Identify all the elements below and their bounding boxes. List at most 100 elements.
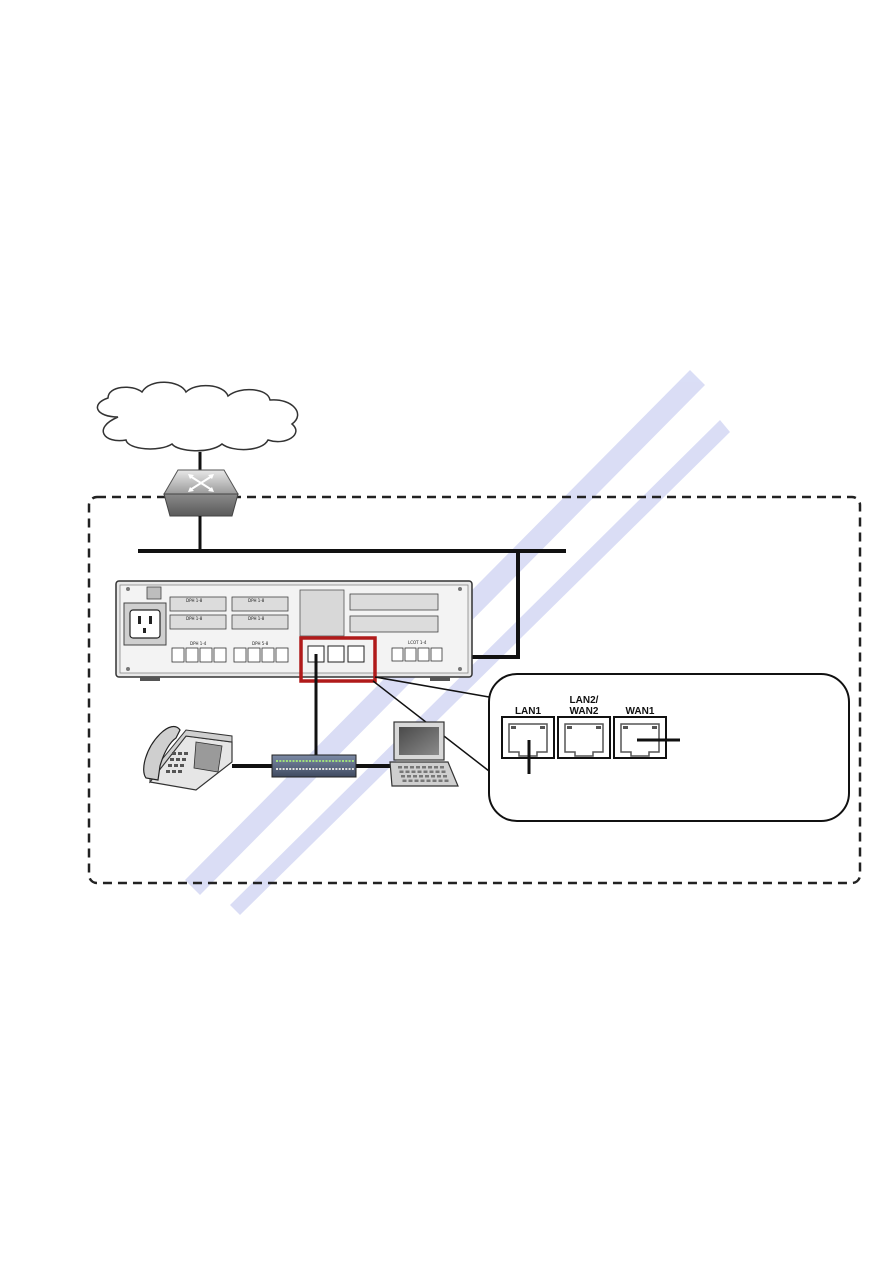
callout-port-lan2-wan2 (557, 716, 611, 759)
laptop-key (435, 770, 440, 773)
hub-led (315, 768, 318, 770)
hub-led (351, 768, 354, 770)
laptop-key (425, 775, 429, 778)
hub-led (332, 768, 335, 770)
laptop-key (419, 775, 423, 778)
hub-led (299, 768, 302, 770)
laptop-key (444, 779, 449, 782)
port-callout: LAN1 LAN2/ WAN2 WAN1 (488, 673, 850, 822)
slot-label-1: DPH 1-4 (190, 641, 207, 646)
hub-led (322, 760, 325, 762)
hub-led (292, 760, 295, 762)
laptop-key (411, 770, 416, 773)
hub-led (342, 768, 344, 770)
phone-key (184, 752, 188, 755)
hub-led (309, 768, 311, 770)
phone-key (182, 758, 186, 761)
hub-led (318, 760, 321, 762)
hub-led (315, 760, 318, 762)
hub-led (312, 760, 315, 762)
phone-key (168, 764, 172, 767)
laptop-key (413, 775, 417, 778)
hub-led (285, 760, 288, 762)
hub-led (348, 768, 351, 770)
laptop-key (428, 766, 432, 769)
hub-led (276, 768, 278, 770)
hub-led (338, 760, 341, 762)
port-label-lan2: LAN2/ (570, 695, 599, 706)
laptop-key (408, 779, 413, 782)
laptop-key (423, 770, 428, 773)
hub-led (302, 760, 305, 762)
hub-led (285, 768, 288, 770)
laptop-key (416, 766, 420, 769)
card-label-2: DPH 1-8 (186, 616, 203, 621)
hub-led (309, 760, 311, 762)
phone-key (172, 752, 176, 755)
laptop-key (443, 775, 447, 778)
laptop-key (426, 779, 431, 782)
laptop-key (417, 770, 422, 773)
hub-led (312, 768, 315, 770)
hub-led (282, 768, 285, 770)
card-label-3: DPH 1-8 (248, 598, 265, 603)
phone-key (170, 758, 174, 761)
hub-led (279, 760, 282, 762)
hub-led (318, 768, 321, 770)
hub-led (335, 760, 338, 762)
hub-led (299, 760, 302, 762)
hub-led (295, 768, 298, 770)
laptop-key (420, 779, 425, 782)
laptop-key (429, 770, 434, 773)
phone-key (180, 764, 184, 767)
laptop-key (432, 779, 437, 782)
site-boundary (87, 495, 862, 885)
laptop-key (398, 766, 402, 769)
hub-led (322, 768, 325, 770)
ip-phone-icon (143, 725, 233, 791)
hub-led (332, 760, 335, 762)
laptop-key (431, 775, 435, 778)
hub-led (289, 760, 292, 762)
pbx-unit: DPH 1-8 DPH 1-8 DPH 1-8 DPH 1-8 DPH 1-4 … (115, 580, 473, 681)
hub-led (276, 760, 278, 762)
laptop-key (437, 775, 441, 778)
hub-led (279, 768, 282, 770)
port-label-wan1: WAN1 (626, 706, 655, 717)
laptop-key (440, 766, 444, 769)
laptop-key (404, 766, 408, 769)
cloud-icon (96, 381, 299, 452)
laptop-key (401, 775, 405, 778)
hub-led (342, 760, 344, 762)
phone-key (178, 770, 182, 773)
hub-led (348, 760, 351, 762)
card-label-1: DPH 1-8 (186, 598, 203, 603)
slot-label-2: DPH 5-8 (252, 641, 269, 646)
laptop-key (422, 766, 426, 769)
laptop-key (414, 779, 419, 782)
laptop-key (399, 770, 404, 773)
hub-led (335, 768, 338, 770)
laptop-key (410, 766, 414, 769)
hub-led (328, 768, 331, 770)
laptop-key (402, 779, 407, 782)
phone-key (178, 752, 182, 755)
phone-key (176, 758, 180, 761)
switching-hub-icon (271, 754, 357, 778)
phone-key (172, 770, 176, 773)
hub-led (282, 760, 285, 762)
laptop-icon (389, 721, 459, 787)
hub-led (325, 768, 328, 770)
hub-led (305, 760, 308, 762)
phone-key (174, 764, 178, 767)
hub-led (325, 760, 328, 762)
hub-led (305, 768, 308, 770)
laptop-key (438, 779, 443, 782)
laptop-key (405, 770, 410, 773)
hub-led (345, 768, 348, 770)
phone-key (166, 770, 170, 773)
card-label-4: DPH 1-8 (248, 616, 265, 621)
laptop-key (441, 770, 446, 773)
hub-led (338, 768, 341, 770)
